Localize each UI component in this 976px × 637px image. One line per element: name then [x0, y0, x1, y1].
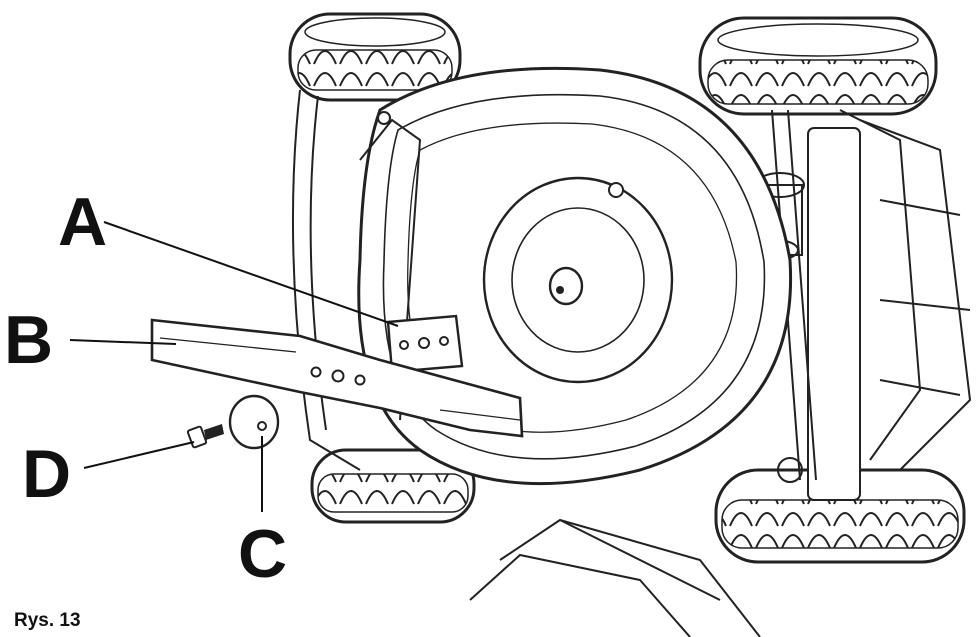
- mower-body-frame: [291, 89, 972, 471]
- front-right-wheel: [698, 16, 938, 116]
- washer: [228, 394, 280, 450]
- callout-a: A: [58, 184, 108, 260]
- discharge-chute: [469, 518, 761, 637]
- rear-left-wheel: [310, 448, 476, 524]
- cutting-blade: [150, 318, 524, 438]
- figure-caption: Rys. 13: [14, 610, 81, 631]
- front-left-wheel: [288, 12, 462, 102]
- callout-c: C: [238, 516, 288, 592]
- callout-b: B: [4, 302, 54, 378]
- leader-line-b: [69, 339, 177, 345]
- leader-line-d: [83, 441, 195, 469]
- leader-lines: [69, 221, 399, 512]
- leader-line-a: [103, 221, 399, 327]
- bolt: [186, 424, 224, 449]
- blade-mounting-bracket: [386, 314, 464, 374]
- mower-deck: [357, 66, 793, 486]
- rear-right-wheel: [714, 468, 966, 564]
- callout-d: D: [22, 436, 72, 512]
